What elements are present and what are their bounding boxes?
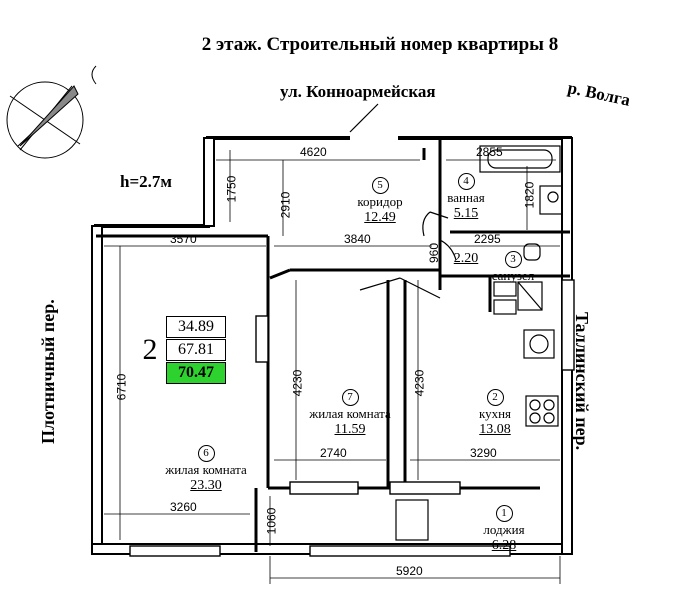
rooms-count: 2 — [142, 333, 158, 366]
dim-bath-depth: 1820 — [522, 181, 537, 209]
room-wc-area: 2.20 — [453, 251, 479, 266]
dim-corridor-depth: 2910 — [278, 191, 293, 219]
total-with-balcony: 70.47 — [166, 362, 226, 384]
dim-corridor-width: 4620 — [300, 145, 327, 159]
bathroom-fixtures — [395, 145, 563, 541]
dimension-lines — [104, 150, 561, 584]
dim-room6-top: 3570 — [170, 232, 197, 246]
room-kitchen: 2 кухня 13.08 — [478, 389, 512, 437]
dim-room6-bottom: 3260 — [170, 500, 197, 514]
living-area: 34.89 — [166, 316, 226, 338]
dim-bath-width: 2855 — [476, 145, 503, 159]
dim-kitchen-width: 3290 — [470, 446, 497, 460]
street-left: Плотничный пер. — [38, 299, 58, 444]
room-loggia: 1 лоджия 6.28 — [483, 505, 525, 553]
dim-loggia-depth: 1060 — [264, 507, 279, 535]
dim-wc-depth: 960 — [427, 242, 442, 264]
dim-room7-depth: 4230 — [290, 369, 305, 397]
windows — [129, 279, 575, 557]
dim-kitchen-depth: 4230 — [412, 369, 427, 397]
dim-center-width: 3840 — [344, 232, 371, 246]
street-right: Таллинский пер. — [572, 312, 592, 451]
room-bedroom-7: 7 жилая комната 11.59 — [309, 389, 391, 437]
area-legend: 2 34.89 67.81 70.47 — [138, 316, 228, 384]
room-bathroom: 4 ванная 5.15 — [447, 173, 485, 221]
compass-icon — [6, 81, 84, 159]
page-title: 2 этаж. Строительный номер квартиры 8 — [201, 34, 559, 55]
dim-room6-depth: 6710 — [114, 373, 129, 401]
room-corridor: 5 коридор 12.49 — [357, 177, 403, 225]
room-living-6: 6 жилая комната 23.30 — [165, 445, 247, 493]
street-top: ул. Конноармейская — [280, 82, 436, 101]
room-wc: 3 санузел — [491, 251, 535, 283]
dim-hall-depth: 1750 — [224, 175, 239, 203]
dim-room7-width: 2740 — [320, 446, 347, 460]
dim-wc-width: 2295 — [474, 232, 501, 246]
dim-total-width: 5920 — [396, 564, 423, 578]
total-area: 67.81 — [166, 339, 226, 361]
ceiling-height: h=2.7м — [120, 172, 172, 191]
